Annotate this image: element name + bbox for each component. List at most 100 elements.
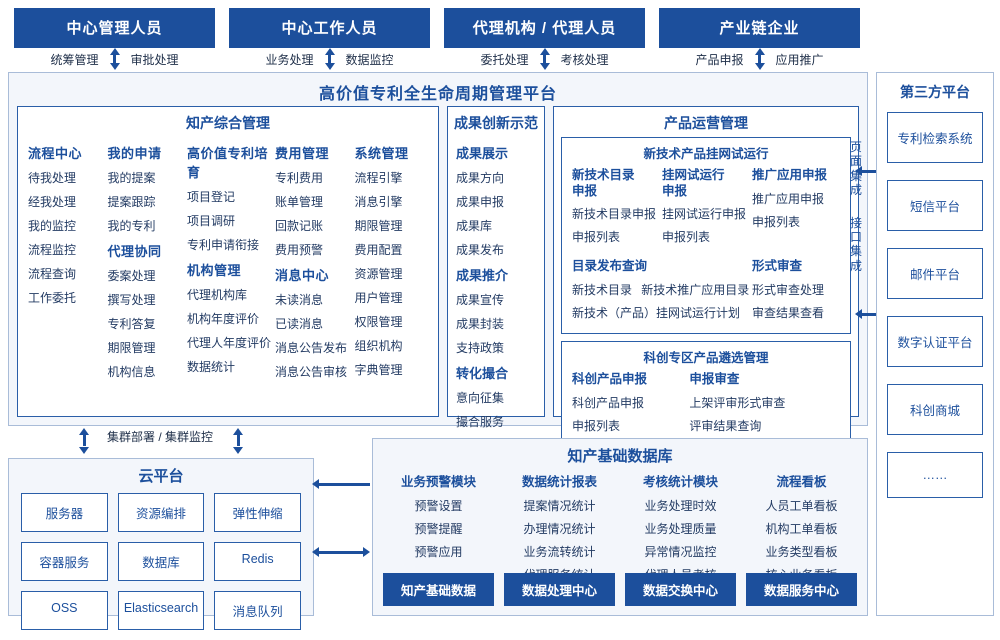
role-center-manager[interactable]: 中心管理人员 bbox=[14, 8, 215, 48]
block-header[interactable]: 转化撮合 bbox=[456, 366, 509, 381]
third-party-item-kechuang-mall[interactable]: 科创商城 bbox=[887, 384, 983, 435]
pcol-header[interactable]: 挂网试运行 申报 bbox=[662, 168, 725, 198]
col-item[interactable]: 资源管理 bbox=[354, 267, 403, 281]
cloud-cell-mq[interactable]: 消息队列 bbox=[214, 591, 301, 630]
col-item[interactable]: 数据统计 bbox=[187, 360, 236, 374]
col-item[interactable]: 代理机构库 bbox=[187, 288, 248, 302]
col-header[interactable]: 流程中心 bbox=[28, 146, 83, 161]
pcol-header[interactable]: 新技术目录 申报 bbox=[572, 168, 635, 198]
pcol-item[interactable]: 申报列表 bbox=[752, 214, 801, 229]
cloud-cell-scaling[interactable]: 弹性伸缩 bbox=[214, 493, 301, 532]
block-item[interactable]: 撮合服务 bbox=[456, 415, 505, 429]
col-header[interactable]: 代理协同 bbox=[107, 244, 162, 259]
third-party-item-ca[interactable]: 数字认证平台 bbox=[887, 316, 983, 367]
block-item[interactable]: 成果发布 bbox=[456, 243, 505, 257]
col-item[interactable]: 费用预警 bbox=[275, 243, 324, 257]
col-item[interactable]: 期限管理 bbox=[107, 341, 156, 355]
col-item[interactable]: 组织机构 bbox=[354, 339, 403, 353]
col-item[interactable]: 消息引擎 bbox=[354, 195, 403, 209]
dbcol-item[interactable]: 异常情况监控 bbox=[644, 545, 717, 559]
col-item[interactable]: 回款记账 bbox=[275, 219, 324, 233]
block-item[interactable]: 支持政策 bbox=[456, 341, 505, 355]
col-header[interactable]: 机构管理 bbox=[187, 263, 242, 278]
col-item[interactable]: 流程引擎 bbox=[354, 171, 403, 185]
db-footer-service-center[interactable]: 数据服务中心 bbox=[746, 573, 857, 606]
dbcol-item[interactable]: 办理情况统计 bbox=[523, 522, 596, 536]
dbcol-header[interactable]: 数据统计报表 bbox=[521, 475, 597, 489]
col-item[interactable]: 待我处理 bbox=[28, 171, 77, 185]
pcol-item[interactable]: 形式审查处理 bbox=[752, 282, 825, 297]
pcol-item[interactable]: 科创产品申报 bbox=[572, 395, 645, 410]
dbcol-item[interactable]: 机构工单看板 bbox=[765, 522, 838, 536]
col-item[interactable]: 期限管理 bbox=[354, 219, 403, 233]
pcol-item[interactable]: 新技术（产品）挂网试运行计划 bbox=[572, 305, 741, 320]
pcol-item[interactable]: 申报列表 bbox=[572, 418, 621, 433]
cloud-cell-oss[interactable]: OSS bbox=[21, 591, 108, 630]
col-item[interactable]: 费用配置 bbox=[354, 243, 403, 257]
col-item[interactable]: 流程监控 bbox=[28, 243, 77, 257]
col-item[interactable]: 专利答复 bbox=[107, 317, 156, 331]
db-footer-base-data[interactable]: 知产基础数据 bbox=[383, 573, 494, 606]
pcol-header[interactable]: 科创产品申报 bbox=[572, 371, 648, 386]
col-item[interactable]: 代理人年度评价 bbox=[187, 336, 272, 350]
block-item[interactable]: 成果库 bbox=[456, 219, 493, 233]
pcol-header[interactable]: 目录发布查询 bbox=[572, 259, 648, 274]
dbcol-item[interactable]: 业务处理时效 bbox=[644, 499, 717, 513]
dbcol-item[interactable]: 人员工单看板 bbox=[765, 499, 838, 513]
pcol-item[interactable]: 上架评审形式审查 bbox=[689, 395, 786, 410]
pcol-item[interactable]: 审查结果查看 bbox=[752, 305, 825, 320]
col-item[interactable]: 我的提案 bbox=[107, 171, 156, 185]
db-footer-processing-center[interactable]: 数据处理中心 bbox=[504, 573, 615, 606]
dbcol-item[interactable]: 业务类型看板 bbox=[765, 545, 838, 559]
col-item[interactable]: 机构年度评价 bbox=[187, 312, 260, 326]
cloud-cell-elasticsearch[interactable]: Elasticsearch bbox=[117, 591, 205, 630]
pcol-header[interactable]: 推广应用申报 bbox=[752, 168, 828, 182]
third-party-item-sms[interactable]: 短信平台 bbox=[887, 180, 983, 231]
cloud-cell-orchestration[interactable]: 资源编排 bbox=[117, 493, 205, 532]
pcol-header[interactable]: 申报审查 bbox=[689, 371, 740, 386]
role-center-staff[interactable]: 中心工作人员 bbox=[229, 8, 430, 48]
col-item[interactable]: 我的监控 bbox=[28, 219, 77, 233]
cloud-cell-container[interactable]: 容器服务 bbox=[21, 542, 108, 581]
col-item[interactable]: 机构信息 bbox=[107, 365, 156, 379]
block-item[interactable]: 成果封装 bbox=[456, 317, 505, 331]
dbcol-item[interactable]: 业务处理质量 bbox=[644, 522, 717, 536]
dbcol-item[interactable]: 预警应用 bbox=[414, 545, 463, 559]
dbcol-header[interactable]: 业务预警模块 bbox=[400, 475, 476, 489]
col-item[interactable]: 消息公告审核 bbox=[275, 365, 348, 379]
dbcol-item[interactable]: 业务流转统计 bbox=[523, 545, 596, 559]
col-header[interactable]: 消息中心 bbox=[275, 268, 330, 283]
pcol-item[interactable]: 申报列表 bbox=[662, 230, 711, 245]
third-party-item-email[interactable]: 邮件平台 bbox=[887, 248, 983, 299]
col-item[interactable]: 工作委托 bbox=[28, 291, 77, 305]
dbcol-item[interactable]: 预警设置 bbox=[414, 499, 463, 513]
pcol-item[interactable]: 推广应用申报 bbox=[752, 191, 825, 206]
col-header[interactable]: 我的申请 bbox=[107, 146, 162, 161]
block-item[interactable]: 成果方向 bbox=[456, 171, 505, 185]
col-item[interactable]: 用户管理 bbox=[354, 291, 403, 305]
col-item[interactable]: 账单管理 bbox=[275, 195, 324, 209]
cloud-cell-database[interactable]: 数据库 bbox=[117, 542, 205, 581]
role-enterprise[interactable]: 产业链企业 bbox=[659, 8, 860, 48]
block-header[interactable]: 成果推介 bbox=[456, 268, 509, 283]
pcol-item[interactable]: 挂网试运行申报 bbox=[662, 207, 747, 222]
block-item[interactable]: 意向征集 bbox=[456, 391, 505, 405]
col-item[interactable]: 项目登记 bbox=[187, 190, 236, 204]
col-header[interactable]: 系统管理 bbox=[354, 146, 409, 161]
dbcol-header[interactable]: 流程看板 bbox=[776, 475, 827, 489]
block-header[interactable]: 成果展示 bbox=[456, 146, 509, 161]
col-item[interactable]: 专利申请衔接 bbox=[187, 238, 260, 252]
col-item[interactable]: 提案跟踪 bbox=[107, 195, 156, 209]
col-item[interactable]: 项目调研 bbox=[187, 214, 236, 228]
col-item[interactable]: 未读消息 bbox=[275, 293, 324, 307]
cloud-cell-redis[interactable]: Redis bbox=[214, 542, 301, 581]
col-item[interactable]: 委案处理 bbox=[107, 269, 156, 283]
dbcol-header[interactable]: 考核统计模块 bbox=[642, 475, 718, 489]
cloud-cell-server[interactable]: 服务器 bbox=[21, 493, 108, 532]
pcol-item[interactable]: 新技术推广应用目录 bbox=[641, 282, 750, 297]
col-header[interactable]: 费用管理 bbox=[275, 146, 330, 161]
dbcol-item[interactable]: 预警提醒 bbox=[414, 522, 463, 536]
col-item[interactable]: 撰写处理 bbox=[107, 293, 156, 307]
pcol-item[interactable]: 新技术目录 bbox=[572, 282, 633, 297]
pcol-item[interactable]: 评审结果查询 bbox=[689, 418, 762, 433]
